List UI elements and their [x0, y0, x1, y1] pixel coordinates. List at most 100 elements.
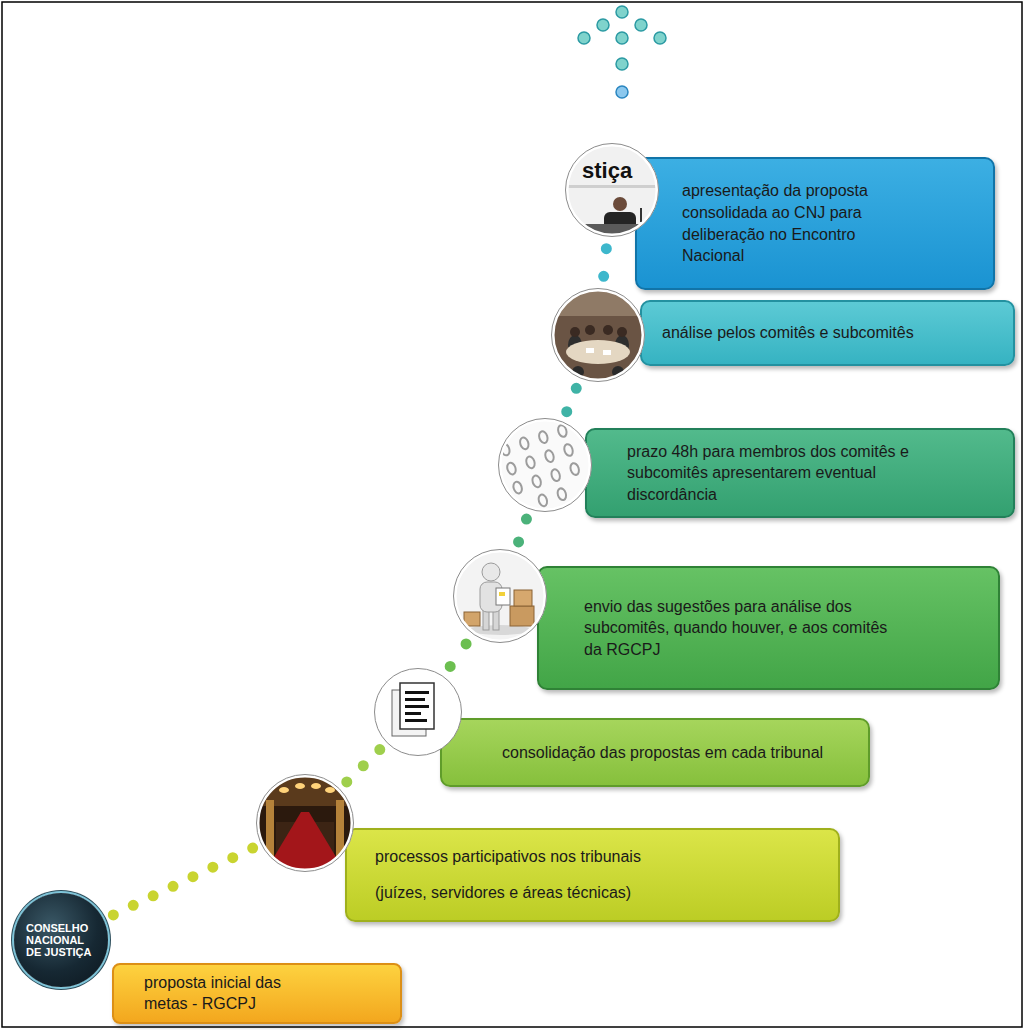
step-text: prazo 48h para membros dos comitês e sub… — [627, 441, 927, 506]
photo-light — [279, 787, 289, 793]
photo-person — [612, 366, 624, 378]
step-text: apresentação da proposta consolidada ao … — [682, 180, 897, 266]
step-pill: processos participativos nos tribunais (j… — [345, 828, 840, 922]
document-line — [405, 719, 427, 722]
calendar-mark — [537, 493, 548, 507]
arrow-dot — [616, 58, 628, 70]
calendar-mark — [531, 474, 542, 488]
photo-sign-text: stiça — [582, 158, 632, 184]
step-text: consolidação das propostas em cada tribu… — [502, 742, 823, 764]
dot-chain — [103, 843, 262, 919]
arrow-dot — [616, 86, 628, 98]
step-box: envio das sugestões para análise dos sub… — [455, 551, 1000, 690]
photo-person — [603, 325, 613, 335]
calendar-mark — [544, 449, 555, 463]
photo-light — [295, 783, 305, 789]
photo-ground — [553, 290, 643, 380]
step-text: análise pelos comitês e subcomitês — [662, 322, 914, 344]
photo-light — [325, 787, 335, 793]
photo-microphone — [640, 208, 642, 222]
photo-wall-line — [567, 185, 657, 188]
photo-person — [613, 197, 627, 211]
photo-wall — [553, 290, 643, 316]
photo-carpet — [265, 812, 345, 872]
photo-outline — [552, 289, 645, 382]
photo-person — [568, 335, 582, 355]
calendar-mark — [525, 455, 536, 469]
logo-text: CONSELHO NACIONAL DE JUSTIÇA — [26, 922, 96, 958]
photo-person — [570, 327, 580, 337]
step-pill: envio das sugestões para análise dos sub… — [537, 566, 1000, 690]
photo-outline — [454, 550, 547, 643]
calendar-mark — [500, 443, 511, 457]
photo-seats — [276, 822, 296, 862]
photo-person — [604, 212, 636, 234]
arrow-dot — [597, 19, 609, 31]
step-pill: prazo 48h para membros dos comitês e sub… — [585, 428, 1015, 518]
photo-light — [311, 783, 321, 789]
step-text: envio das sugestões para análise dos sub… — [584, 596, 889, 661]
photo-outline — [566, 144, 659, 237]
document-line — [405, 705, 429, 708]
photo-outline — [257, 775, 354, 872]
photo-column — [266, 800, 274, 862]
photo-shadow — [468, 625, 532, 635]
calendar-mark — [512, 481, 523, 495]
dot-chain — [339, 741, 389, 790]
arrow-dot — [616, 32, 628, 44]
photo-ring — [500, 420, 590, 510]
photo-ring — [258, 776, 352, 870]
arrow-dot — [654, 32, 666, 44]
photo-person — [617, 327, 627, 337]
step-box: análise pelos comitês e subcomitês — [553, 290, 1015, 380]
document-line — [405, 698, 425, 701]
calendar-mark — [556, 487, 567, 501]
figure-tag — [499, 592, 505, 596]
photo-outline — [375, 669, 462, 756]
calendar-mark — [538, 430, 549, 444]
photo-box — [464, 612, 480, 626]
photo-seats — [314, 822, 334, 862]
arrow-dot — [578, 32, 590, 44]
calendar-mark — [557, 424, 568, 438]
photo-paper — [586, 348, 594, 353]
calendar-mark — [569, 462, 580, 476]
dot-chain — [515, 508, 531, 554]
photo-column — [336, 800, 344, 862]
photo-ceiling — [258, 776, 352, 806]
calendar-mark — [519, 436, 530, 450]
document-line — [405, 691, 429, 694]
figure-clipboard — [496, 588, 510, 605]
photo-person — [615, 335, 629, 355]
document-page — [392, 690, 426, 736]
arrow-dot — [635, 19, 647, 31]
arrow-dot — [616, 6, 628, 18]
step-text: proposta inicial das metas - RGCPJ — [144, 972, 324, 1015]
photo-box — [514, 590, 532, 606]
logo-circle: CONSELHO NACIONAL DE JUSTIÇA — [14, 893, 108, 987]
document-line — [405, 712, 421, 715]
photo-outline — [499, 419, 592, 512]
photo-ground — [500, 420, 590, 510]
calendar-mark — [550, 468, 561, 482]
document-page — [400, 683, 434, 729]
step-text: processos participativos nos tribunais — [375, 846, 641, 868]
photo-ground — [258, 776, 352, 870]
figure-leg — [493, 608, 499, 630]
photo-ring — [553, 290, 643, 380]
step-box: prazo 48h para membros dos comitês e sub… — [500, 420, 1015, 518]
figure-leg — [483, 608, 489, 630]
dot-chain — [562, 377, 581, 424]
step-pill: análise pelos comitês e subcomitês — [640, 300, 1015, 366]
photo-person — [572, 366, 584, 378]
calendar-mark — [506, 462, 517, 476]
photo-desk — [578, 224, 652, 238]
photo-ring — [455, 551, 545, 641]
dot-chain — [602, 235, 607, 290]
step-box: processos participativos nos tribunais (j… — [258, 776, 840, 922]
start-box: proposta inicial das metas - RGCPJ — [112, 963, 402, 1024]
calendar-mark — [563, 443, 574, 457]
step-text: (juízes, servidores e áreas técnicas) — [375, 882, 631, 904]
